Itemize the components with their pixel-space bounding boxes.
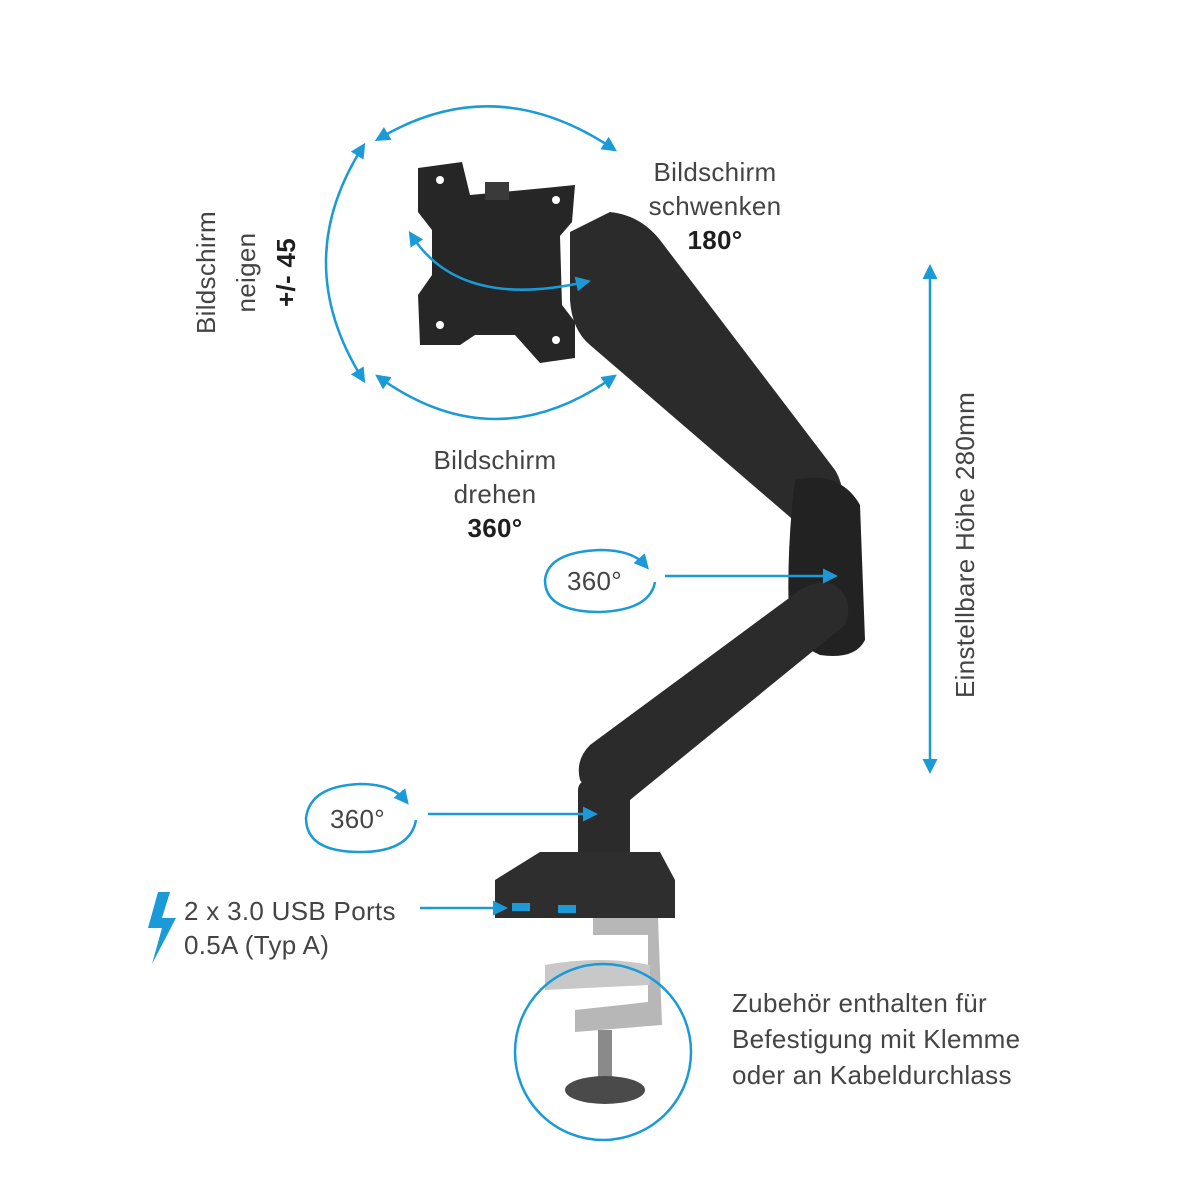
joint-swivel-arrow [408,230,591,292]
clamp [575,918,662,1032]
rotate-label: Bildschirm drehen 360° [410,443,580,545]
swivel-line1: Bildschirm [653,157,777,187]
lower-arm [578,582,849,808]
clamp-screw [598,1030,612,1080]
desk-base [495,852,675,918]
tilt-arrow [324,142,366,384]
vesa-plate [418,162,575,363]
usb-label: 2 x 3.0 USB Ports 0.5A (Typ A) [184,894,396,962]
swivel-arrow [374,105,617,152]
accessory-line2: Befestigung mit Klemme [732,1024,1021,1054]
tilt-label: Bildschirm neigen +/- 45 [186,211,306,334]
clamp-knob [565,1076,645,1104]
rotate-line2: drehen [453,479,537,509]
usb-port-2 [558,905,576,913]
accessory-label: Zubehör enthalten für Befestigung mit Kl… [732,985,1020,1093]
monitor-arm [495,212,865,1104]
usb-line2: 0.5A (Typ A) [184,930,330,960]
annotations [304,105,938,1142]
rotate-value: 360° [467,513,523,543]
base-rotation-ellipse [304,782,418,854]
height-label: Einstellbare Höhe 280mm [950,391,980,698]
tilt-line1: Bildschirm [191,211,221,334]
upper-arm [570,212,843,530]
usb-port-1 [512,903,530,911]
base-rotation-label: 360° [330,804,385,834]
usb-line1: 2 x 3.0 USB Ports [184,896,396,926]
lightning-icon [148,892,176,964]
rotate-line1: Bildschirm [433,445,557,475]
swivel-line2: schwenken [648,191,782,221]
elbow-rotation-label: 360° [567,566,622,596]
tilt-value: +/- 45 [271,238,301,308]
swivel-label: Bildschirm schwenken 180° [630,155,800,257]
rotate-arrow [375,374,617,421]
elbow-rotation-ellipse [543,548,657,614]
accessory-line1: Zubehör enthalten für [732,988,987,1018]
swivel-value: 180° [687,225,743,255]
tilt-line2: neigen [231,232,261,313]
accessory-line3: oder an Kabeldurchlass [732,1060,1012,1090]
accessory-circle [513,962,693,1142]
